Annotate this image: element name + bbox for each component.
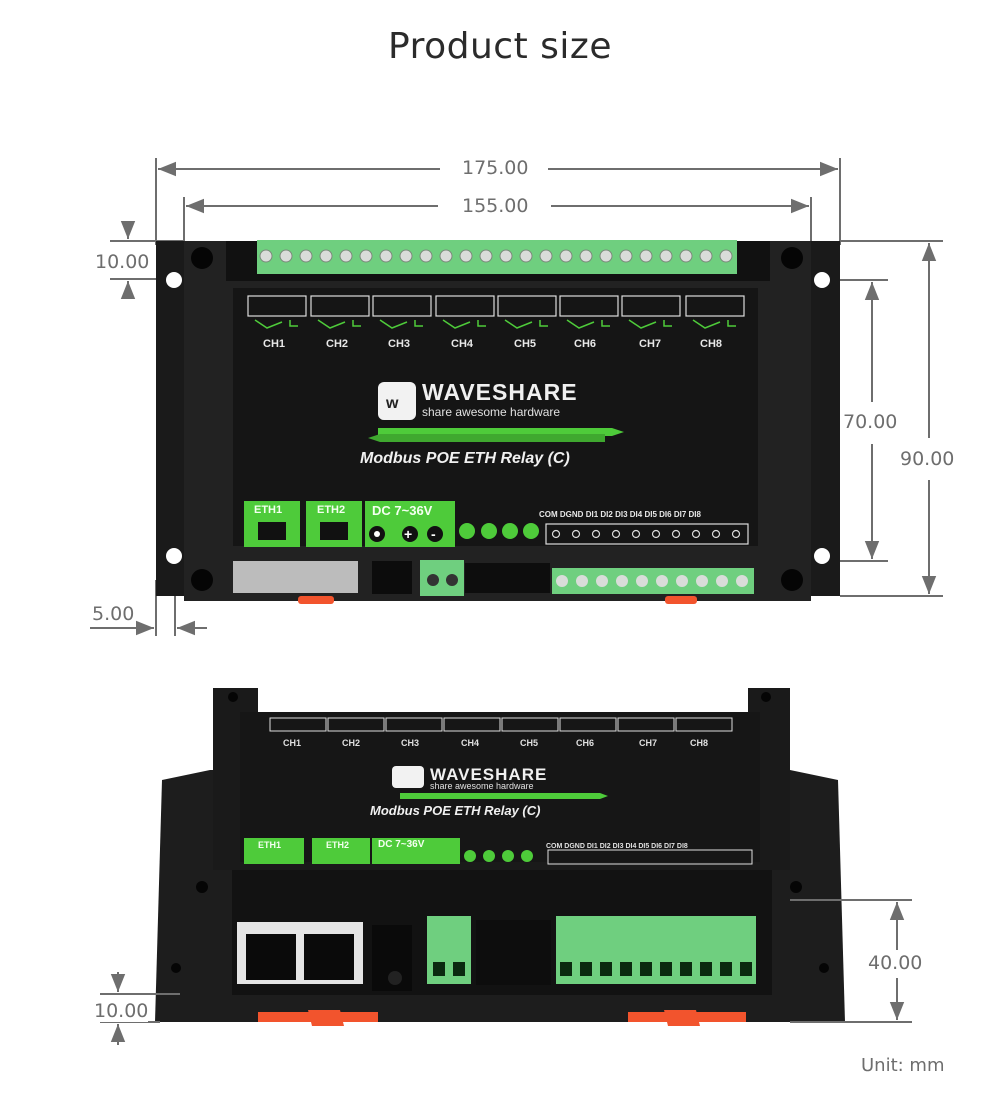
dimension-label-din-offset: 10.00 <box>94 1000 149 1022</box>
channel-label: CH8 <box>690 738 709 748</box>
channel-label: CH6 <box>574 338 597 350</box>
di-label: DI2 <box>600 510 613 519</box>
top-view-enclosure: w + - <box>156 240 840 604</box>
dimension-overall-width <box>90 158 943 636</box>
dimension-label-depth: 40.00 <box>868 952 923 974</box>
mount-hole <box>166 272 182 288</box>
channel-label: CH3 <box>401 738 420 748</box>
di-label: DGND <box>564 843 585 850</box>
front-brand-slogan: share awesome hardware <box>430 781 534 791</box>
di-label: DI5 <box>638 843 650 850</box>
channel-label: CH5 <box>514 338 537 350</box>
dimension-label-inner-height: 70.00 <box>843 411 898 433</box>
dimension-label-overall-width: 175.00 <box>462 157 529 179</box>
channel-label: CH1 <box>263 338 286 350</box>
front-product-name: Modbus POE ETH Relay (C) <box>370 803 541 818</box>
front-port-label-eth1: ETH1 <box>258 840 282 850</box>
front-relay-channel-labels: CH1 CH2 CH3 CH4 CH5 CH6 CH7 CH8 <box>270 738 740 752</box>
dimension-label-overall-height: 90.00 <box>900 448 955 470</box>
front-view-diagram <box>100 688 912 1045</box>
front-brand-name: WAVESHARE <box>430 765 548 784</box>
brand-name: WAVESHARE <box>422 379 578 405</box>
di-label: DI6 <box>651 843 663 850</box>
di-label: DI7 <box>673 510 687 519</box>
di-label: DI1 <box>586 843 598 850</box>
channel-label: CH4 <box>451 338 474 350</box>
channel-label: CH3 <box>388 338 411 350</box>
front-power-label: DC 7~36V <box>378 839 425 850</box>
waveshare-logo-icon <box>392 766 424 788</box>
dimension-label-top-offset: 10.00 <box>95 251 150 273</box>
channel-label: CH2 <box>342 738 361 748</box>
relay-terminal-block <box>257 240 737 274</box>
svg-text:w: w <box>385 395 399 412</box>
di-label: COM <box>546 843 563 850</box>
di-label: DI4 <box>625 843 637 850</box>
di-label: DGND <box>559 510 584 519</box>
di-label: DI8 <box>688 510 701 519</box>
power-label: DC 7~36V <box>372 503 433 518</box>
di-label: DI3 <box>615 510 628 519</box>
di-label: DI3 <box>612 843 624 850</box>
mount-hole <box>814 548 830 564</box>
dimension-label-side-offset: 5.00 <box>92 603 135 625</box>
svg-text:-: - <box>431 526 436 542</box>
channel-label: CH1 <box>283 738 302 748</box>
digital-input-labels: COM DGND DI1 DI2 DI3 DI4 DI5 DI6 DI7 DI8 <box>539 510 701 519</box>
mount-hole <box>814 272 830 288</box>
channel-label: CH7 <box>639 738 658 748</box>
channel-label: CH8 <box>700 338 723 350</box>
channel-label: CH5 <box>520 738 539 748</box>
di-label: DI7 <box>664 843 675 850</box>
product-name: Modbus POE ETH Relay (C) <box>360 450 570 467</box>
di-label: DI4 <box>629 510 643 519</box>
channel-label: CH2 <box>326 338 349 350</box>
unit-label: Unit: mm <box>861 1055 945 1076</box>
channel-label: CH4 <box>461 738 480 748</box>
di-label: DI1 <box>585 510 599 519</box>
port-label-eth2: ETH2 <box>317 504 346 516</box>
relay-channel-labels: CH1 CH2 CH3 CH4 CH5 CH6 CH7 CH8 <box>248 338 748 354</box>
channel-label: CH7 <box>639 338 662 350</box>
dimension-label-hole-spacing: 155.00 <box>462 195 529 217</box>
di-label: DI6 <box>659 510 672 519</box>
di-label: DI5 <box>644 510 657 519</box>
channel-label: CH6 <box>576 738 595 748</box>
svg-text:+: + <box>404 526 412 542</box>
di-label: DI8 <box>676 843 688 850</box>
front-digital-input-labels: COM DGND DI1 DI2 DI3 DI4 DI5 DI6 DI7 DI8 <box>546 843 688 850</box>
waveshare-logo-icon <box>378 382 416 420</box>
di-label: COM <box>539 510 558 519</box>
di-label: DI2 <box>599 843 611 850</box>
brand-slogan: share awesome hardware <box>422 405 561 419</box>
top-view-diagram: w + - <box>90 158 943 636</box>
front-port-label-eth2: ETH2 <box>326 840 350 850</box>
port-label-eth1: ETH1 <box>254 504 283 516</box>
page-title: Product size <box>388 26 612 67</box>
mount-hole <box>166 548 182 564</box>
